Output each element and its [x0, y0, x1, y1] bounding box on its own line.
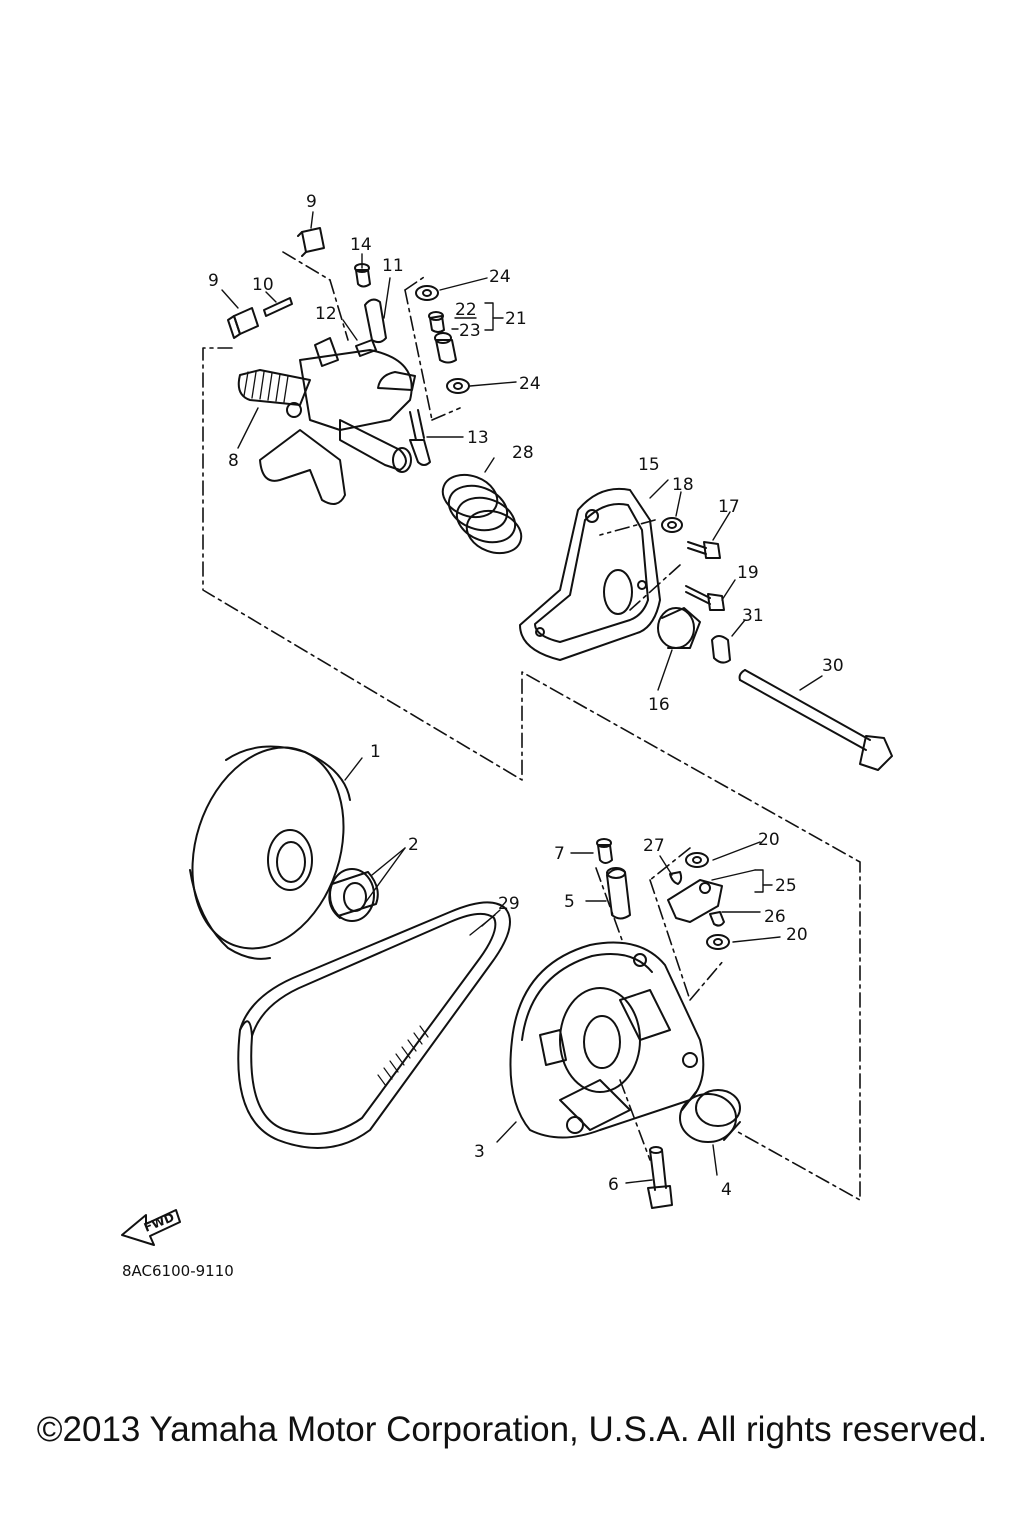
bushing	[328, 868, 379, 922]
compression-spring	[441, 473, 523, 555]
part-label: 5	[564, 892, 575, 912]
part-label: 7	[554, 844, 565, 864]
part-label: 30	[822, 656, 844, 676]
leader-lines	[221, 211, 823, 1184]
part-label: 17	[718, 497, 740, 517]
primary-sheave	[189, 745, 351, 960]
cover-fasteners	[657, 517, 893, 771]
fwd-arrow-icon	[121, 1209, 181, 1246]
lower-small-parts	[596, 838, 730, 1209]
part-label: 10	[252, 275, 274, 295]
cam-cover	[519, 488, 661, 661]
part-label: 29	[498, 894, 520, 914]
part-label: 24	[519, 374, 541, 394]
part-label: 6	[608, 1175, 619, 1195]
part-label: 23	[459, 321, 481, 341]
bearing-ring	[679, 1089, 741, 1143]
part-label: 14	[350, 235, 372, 255]
drawing-code: 8AC6100-9110	[122, 1262, 234, 1280]
part-label: 26	[764, 907, 786, 927]
part-label: 12	[315, 304, 337, 324]
assembly-boundary-lines	[202, 251, 861, 1201]
part-label: 3	[474, 1142, 485, 1162]
roller-assembly	[415, 285, 470, 394]
part-label: 4	[721, 1180, 732, 1200]
part-label: 28	[512, 443, 534, 463]
part-number-labels: 1 2 3 4 5 6 7 8 9 9 10 11 12 13 14 15 16…	[208, 192, 844, 1200]
part-label: 1	[370, 742, 381, 762]
part-label: 20	[758, 830, 780, 850]
part-label: 18	[672, 475, 694, 495]
moveable-sheave	[509, 941, 705, 1139]
fixed-sheave-hub	[237, 337, 416, 505]
part-label: 22	[455, 300, 477, 320]
part-label: 9	[208, 271, 219, 291]
upper-small-parts	[227, 227, 431, 466]
part-label: 24	[489, 267, 511, 287]
part-label: 19	[737, 563, 759, 583]
part-label: 11	[382, 256, 404, 276]
drive-belt	[237, 901, 511, 1149]
part-label: 31	[742, 606, 764, 626]
part-label: 27	[643, 836, 665, 856]
part-label: 25	[775, 876, 797, 896]
part-label: 16	[648, 695, 670, 715]
part-label: 21	[505, 309, 527, 329]
part-label: 20	[786, 925, 808, 945]
part-label: 13	[467, 428, 489, 448]
copyright-notice: ©2013 Yamaha Motor Corporation, U.S.A. A…	[36, 1410, 988, 1449]
part-label: 2	[408, 835, 419, 855]
part-label: 8	[228, 451, 239, 471]
part-label: 15	[638, 455, 660, 475]
part-label: 9	[306, 192, 317, 212]
